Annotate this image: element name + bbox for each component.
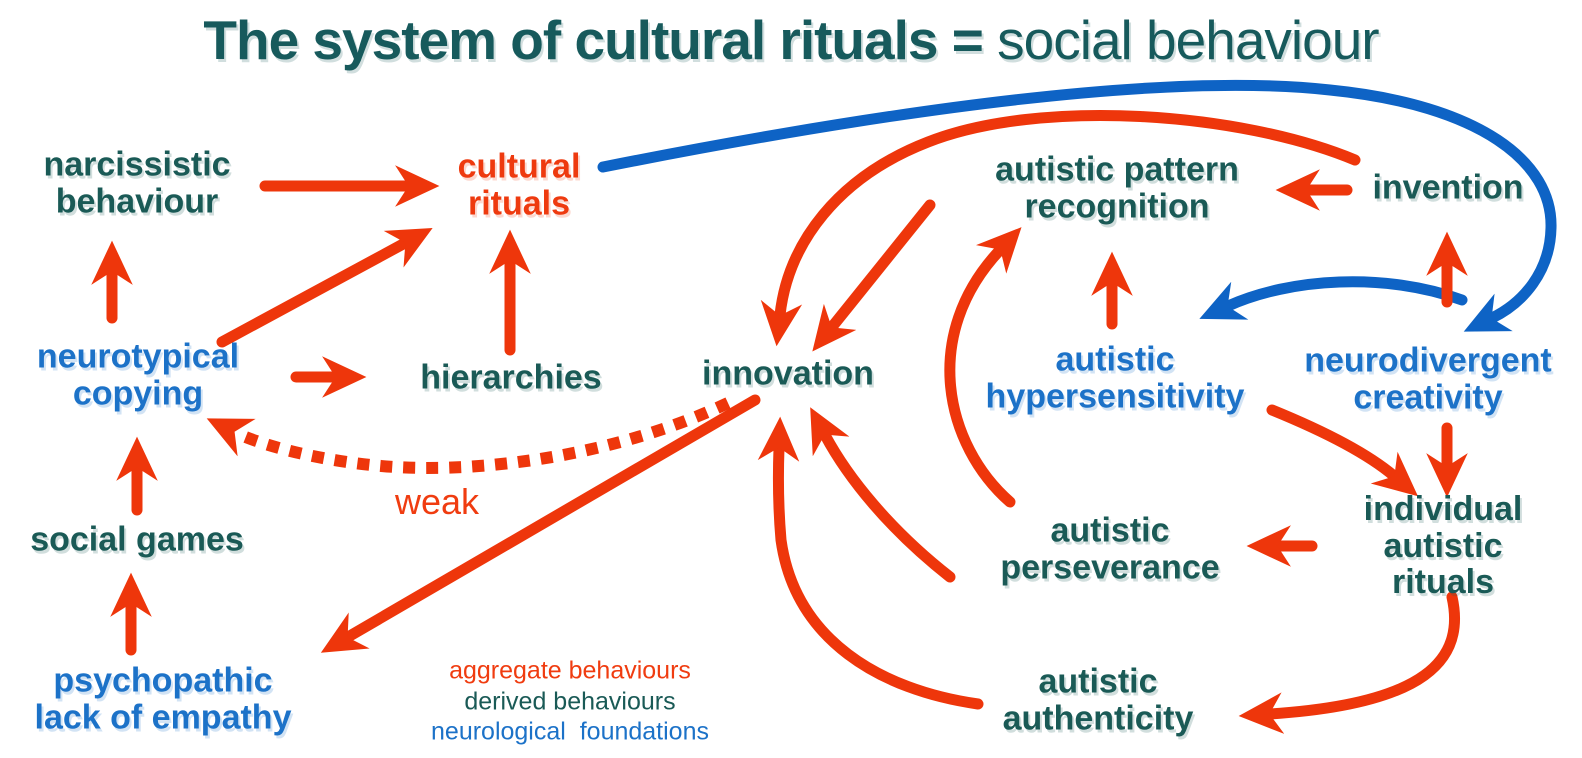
title-bold: The system of cultural rituals = (203, 9, 998, 71)
node-neurotypical-copying: neurotypical copying (36, 337, 240, 412)
node-psychopathic-lack-of-empathy: psychopathic lack of empathy (34, 661, 292, 736)
edge-innovation-to-psychopathic (320, 394, 761, 653)
node-autistic-authenticity: autistic authenticity (1002, 662, 1194, 737)
legend-aggregate-behaviours: aggregate behaviours (449, 656, 691, 685)
edge-invention-to-innovation (760, 109, 1361, 347)
edge-innovation-to-copying-weak (240, 397, 731, 474)
page-title: The system of cultural rituals = social … (0, 8, 1582, 72)
node-narcissistic-behaviour: narcissistic behaviour (43, 145, 231, 220)
node-cultural-rituals: cultural rituals (457, 147, 581, 222)
edge-hypersensitivity-to-individual (1266, 404, 1418, 497)
edge-neurodivergent-to-hypersensitivity (1199, 276, 1468, 320)
node-hierarchies: hierarchies (420, 358, 602, 397)
node-autistic-perseverance: autistic perseverance (1000, 511, 1220, 586)
node-innovation: innovation (702, 354, 874, 393)
edge-innovation-to-copying-weak-head (206, 418, 256, 457)
node-social-games: social games (30, 520, 244, 559)
node-individual-autistic-rituals: individual autistic rituals (1363, 489, 1523, 602)
node-neurodivergent-creativity: neurodivergent creativity (1304, 341, 1552, 416)
legend: aggregate behaviours derived behaviours … (431, 655, 709, 747)
edge-perseverance-to-innovation (810, 407, 956, 583)
edge-pattern-to-innovation (812, 199, 936, 352)
edge-cultural-to-neurodivergent (597, 79, 1557, 332)
weak-annotation: weak (394, 481, 480, 522)
edge-perseverance-to-pattern (944, 227, 1022, 508)
title-regular: social behaviour (997, 9, 1379, 71)
legend-neurological-foundations: neurological foundations (431, 717, 709, 746)
node-invention: invention (1372, 168, 1524, 207)
legend-derived-behaviours: derived behaviours (464, 686, 676, 715)
edge-copying-to-cultural (216, 228, 433, 348)
edge-individual-to-authenticity (1238, 591, 1461, 734)
node-autistic-hypersensitivity: autistic hypersensitivity (985, 340, 1245, 415)
edge-authenticity-to-innovation (757, 416, 984, 710)
node-autistic-pattern-recognition: autistic pattern recognition (995, 150, 1239, 225)
